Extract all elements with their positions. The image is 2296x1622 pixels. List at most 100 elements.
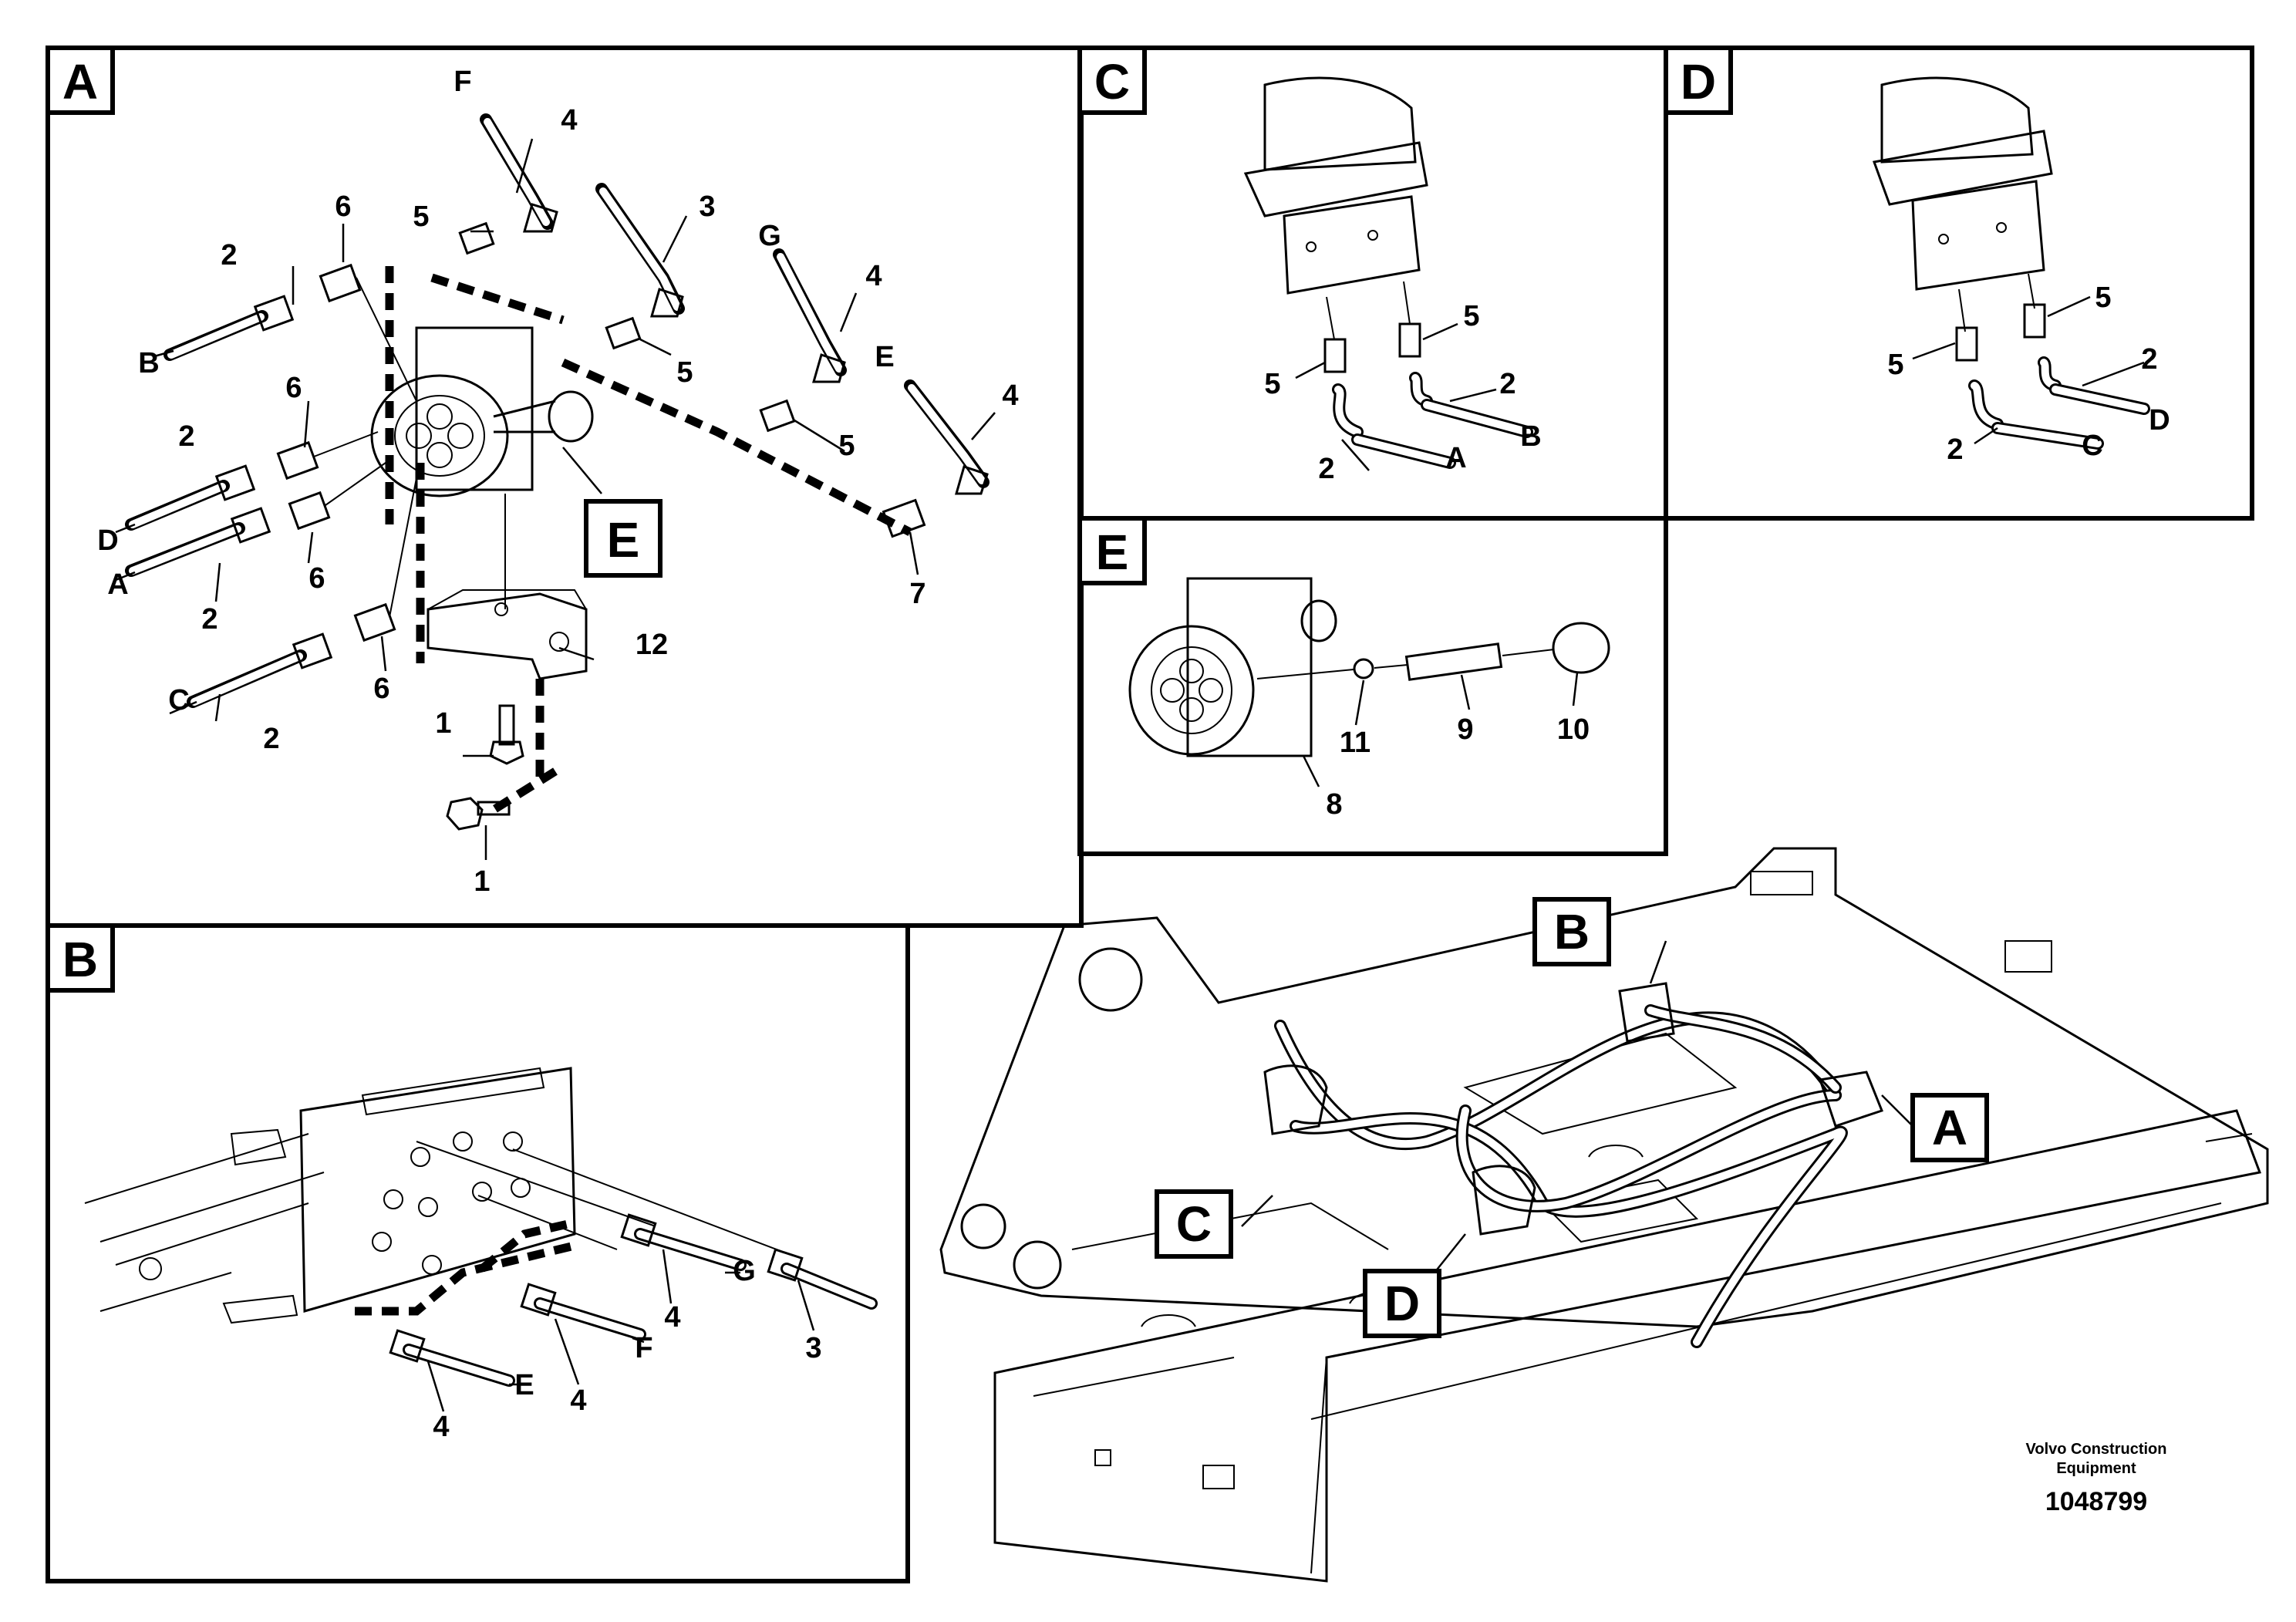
overview-swivel	[1819, 1071, 1883, 1128]
panel-a: A	[46, 46, 1084, 928]
label-2: 2	[221, 239, 237, 271]
panel-e-tag	[1077, 516, 1147, 585]
overview-frame: B A C D	[939, 847, 2269, 1583]
panel-a-title: A	[62, 54, 98, 110]
label-1: 1	[435, 707, 451, 740]
pilot-valve-c	[1243, 76, 1428, 340]
label-11: 11	[1340, 727, 1371, 759]
overview-bulkhead	[1618, 982, 1675, 1043]
callout-e-box	[584, 499, 663, 578]
label-f: F	[635, 1332, 652, 1364]
label-5: 5	[2095, 282, 2111, 314]
label-2: 2	[263, 723, 279, 755]
overview-callout-a: A	[1932, 1100, 1967, 1155]
label-2: 2	[1318, 453, 1334, 485]
label-a: A	[1445, 442, 1466, 474]
label-5: 5	[1887, 349, 1903, 381]
label-2: 2	[178, 420, 194, 453]
panel-c-leaders	[1295, 322, 1497, 471]
label-9: 9	[1457, 713, 1473, 746]
plug-parts	[1256, 622, 1610, 681]
label-g: G	[733, 1255, 756, 1287]
label-5: 5	[1264, 368, 1280, 400]
panel-e-frame	[1077, 516, 1668, 856]
label-e: E	[514, 1369, 534, 1401]
label-2: 2	[1499, 368, 1515, 400]
label-e: E	[875, 341, 894, 373]
label-4: 4	[433, 1411, 449, 1443]
panel-d: D 5 5 2 D 2 C	[1664, 46, 2254, 521]
overview-callout-c-box	[1155, 1189, 1233, 1259]
label-5: 5	[838, 430, 855, 462]
overview-callout-d: D	[1384, 1276, 1420, 1331]
label-10: 10	[1557, 713, 1590, 746]
label-8: 8	[1326, 788, 1342, 821]
panel-d-leaders	[1912, 295, 2145, 445]
panel-e-leaders	[1302, 672, 1579, 787]
drawing-number: 1048799	[2045, 1487, 2147, 1516]
label-4: 4	[1002, 379, 1018, 412]
label-5: 5	[676, 356, 693, 389]
callout-e-label: E	[607, 512, 640, 568]
bulkhead-plate	[299, 1067, 576, 1313]
label-a: A	[107, 568, 128, 601]
panel-c: C 5 5 2 B 2 A	[1077, 46, 1668, 521]
overview-callout-b: B	[1554, 904, 1590, 959]
swivel-block	[370, 326, 594, 497]
label-5: 5	[1463, 300, 1479, 332]
hose-routing-dashes	[385, 266, 912, 814]
company-line-2: Equipment	[2056, 1460, 2136, 1477]
label-2: 2	[201, 603, 217, 636]
label-12: 12	[636, 629, 668, 661]
overview-callout-a-box	[1910, 1093, 1989, 1162]
overview-callout-d-box	[1363, 1269, 1441, 1338]
label-b: B	[138, 347, 159, 379]
label-6: 6	[285, 372, 302, 404]
bolt-1-lower	[446, 797, 511, 831]
label-1: 1	[474, 865, 490, 898]
panel-b-leaders	[426, 1249, 815, 1412]
label-c: C	[168, 684, 189, 717]
label-d: D	[2149, 404, 2170, 437]
overview-callout-c: C	[1176, 1196, 1212, 1252]
label-c: C	[2082, 430, 2102, 462]
panel-c-tag	[1077, 46, 1147, 115]
label-6: 6	[373, 673, 389, 705]
panel-a-tag	[46, 46, 115, 115]
overview-leaders	[1241, 940, 1913, 1273]
panel-b-frame	[46, 923, 910, 1583]
label-2: 2	[2141, 343, 2157, 376]
label-5: 5	[413, 201, 429, 233]
panel-d-title: D	[1681, 54, 1716, 110]
label-b: B	[1520, 420, 1541, 453]
label-3: 3	[699, 191, 715, 223]
label-4: 4	[561, 104, 577, 137]
label-4: 4	[664, 1301, 680, 1334]
label-4: 4	[570, 1384, 586, 1417]
panel-d-tag	[1664, 46, 1733, 115]
label-2: 2	[1947, 433, 1963, 466]
panel-b-tag	[46, 923, 115, 993]
mounting-bracket	[426, 494, 588, 680]
footer: Volvo Construction Equipment 1048799	[2026, 1441, 2167, 1516]
panel-b: B G 4 3	[46, 923, 910, 1583]
fittings-c	[1323, 322, 1533, 469]
overview-pilot-valve-d	[1472, 1165, 1536, 1236]
panel-e: E 11 9 10 8	[1077, 516, 1668, 856]
hoses-b	[389, 1141, 878, 1387]
panel-b-title: B	[62, 932, 98, 987]
fittings-d	[1955, 303, 2150, 450]
label-g: G	[758, 220, 781, 252]
label-4: 4	[865, 260, 882, 292]
pilot-valve-d	[1872, 76, 2053, 332]
panel-d-frame	[1664, 46, 2254, 521]
swivel-block-detail	[1128, 577, 1337, 757]
panel-e-title: E	[1096, 524, 1129, 580]
label-3: 3	[805, 1332, 821, 1364]
bolt-1-upper	[489, 704, 524, 765]
hoses-left	[115, 295, 333, 715]
company-line-1: Volvo Construction	[2026, 1441, 2167, 1458]
panel-c-title: C	[1094, 54, 1130, 110]
label-7: 7	[909, 578, 925, 610]
